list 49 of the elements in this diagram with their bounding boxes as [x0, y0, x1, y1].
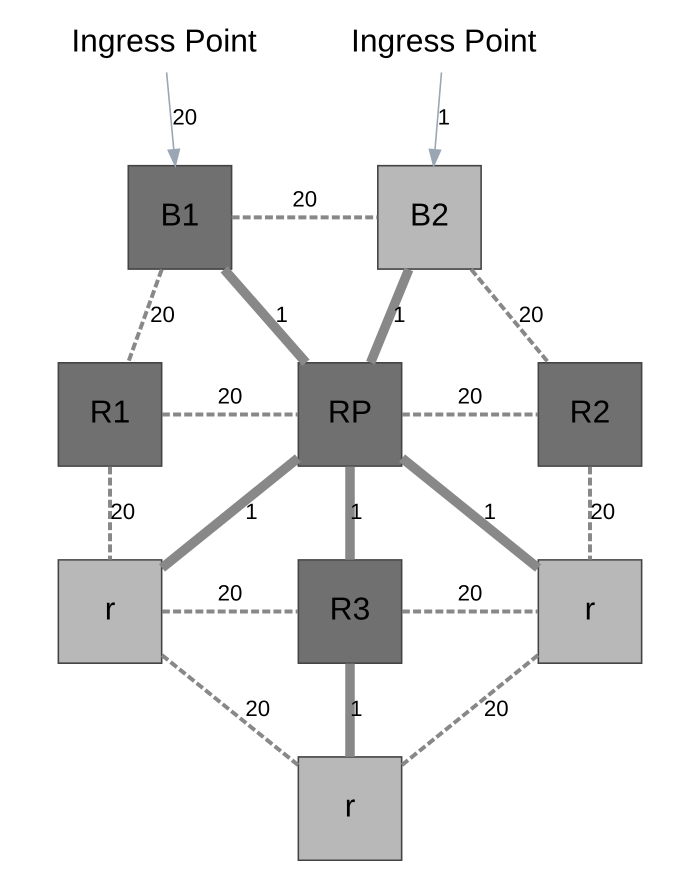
edge-label: 20 [172, 104, 198, 130]
connector [345, 466, 355, 560]
connector [220, 266, 310, 366]
edge-label: 20 [458, 580, 482, 606]
node-box: r [538, 559, 642, 664]
node-box: B1 [128, 164, 232, 270]
connector [366, 268, 414, 364]
node-box: r [298, 756, 402, 862]
edge-label: 1 [350, 498, 363, 524]
edge-label: 1 [393, 302, 406, 327]
connector [162, 610, 298, 614]
edge-label: 20 [245, 696, 270, 721]
edge-label: 20 [292, 186, 318, 212]
connector [470, 268, 550, 364]
connector [400, 654, 540, 767]
node-text: Ingress Point [351, 22, 536, 58]
arrow [166, 72, 180, 168]
edge-label: 20 [590, 498, 616, 524]
connector [345, 664, 355, 757]
edge-label: 20 [484, 696, 509, 721]
edge-label: 1 [245, 498, 258, 524]
edge-label: 20 [110, 498, 136, 524]
node-box: r [58, 559, 162, 664]
connector [402, 610, 538, 614]
connector [108, 466, 112, 560]
node-box: B2 [377, 164, 482, 270]
edge-label: 1 [350, 696, 363, 721]
edge-label: 1 [484, 498, 496, 524]
connector [160, 654, 300, 767]
edge-label: 1 [275, 302, 288, 327]
edge-label: 20 [458, 384, 482, 409]
arrow [428, 72, 442, 168]
node-box: RP [298, 362, 402, 467]
connector [402, 412, 538, 416]
edge-label: 1 [438, 104, 450, 130]
node-text: Ingress Point [71, 22, 257, 58]
edge-label: 20 [218, 384, 242, 409]
connector [588, 466, 592, 560]
edge-label: 20 [518, 302, 544, 327]
connector [162, 412, 298, 416]
connector [232, 215, 378, 220]
edge-label: 20 [218, 580, 242, 606]
node-box: R1 [58, 362, 162, 467]
connector [126, 268, 164, 364]
edge-label: 20 [150, 302, 175, 327]
connector [399, 454, 541, 572]
connector [159, 454, 301, 572]
node-box: R3 [298, 559, 402, 664]
node-box: R2 [538, 362, 642, 467]
